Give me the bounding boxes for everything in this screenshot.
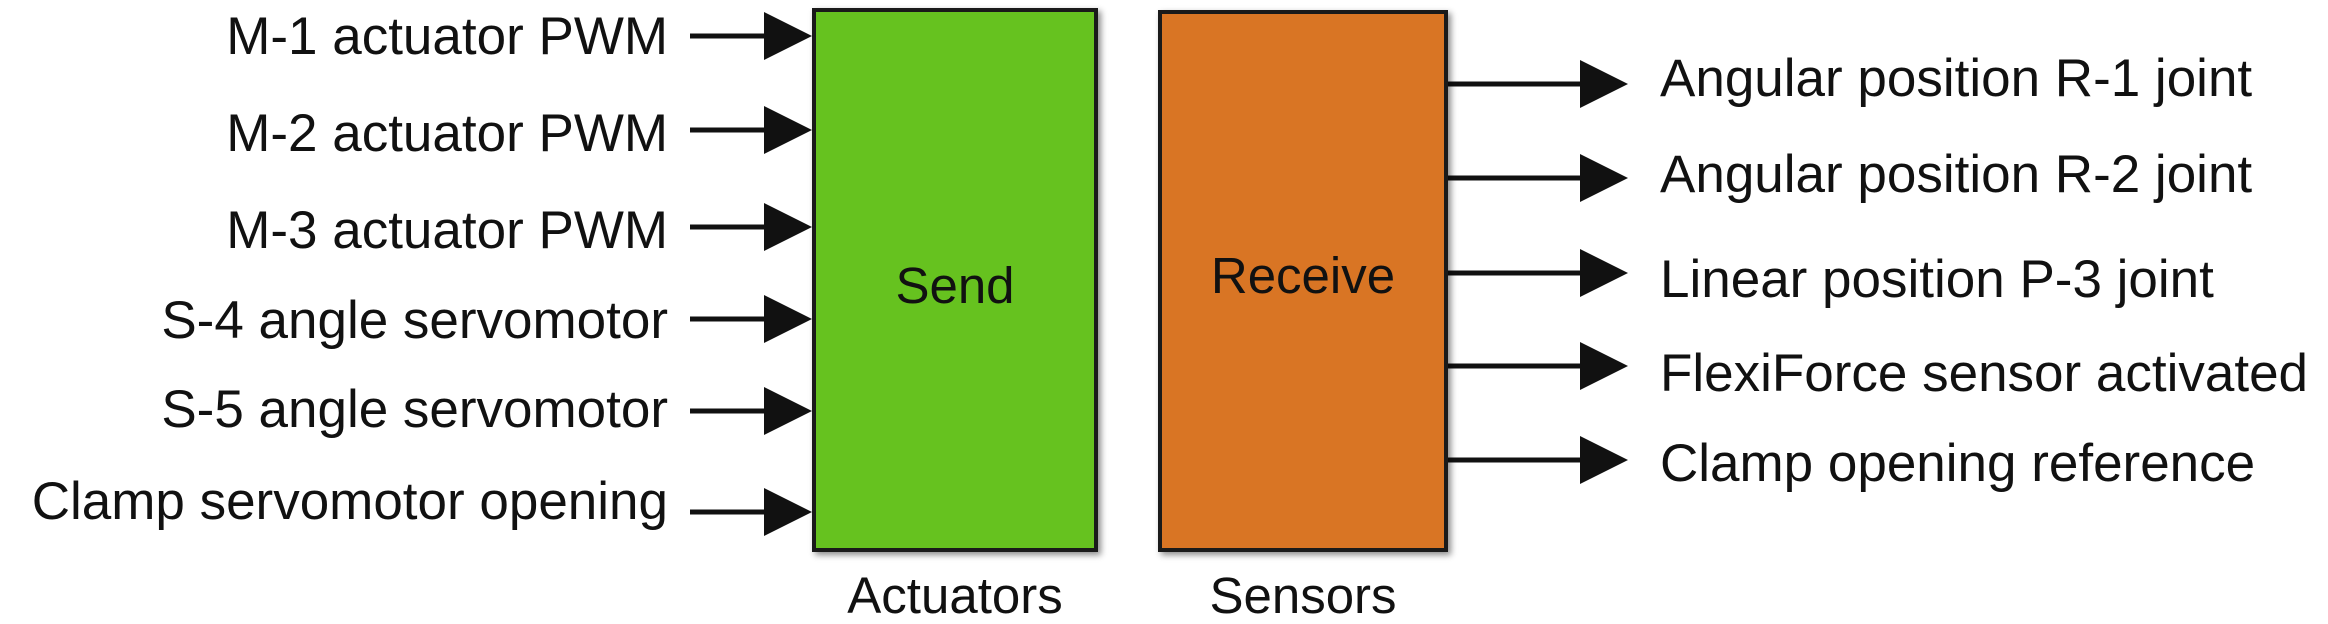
input-arrow-4 <box>690 295 812 343</box>
output-arrow-3 <box>1448 249 1628 297</box>
input-label-s4: S-4 angle servomotor <box>161 291 668 350</box>
output-label-clamp-ref: Clamp opening reference <box>1660 434 2256 493</box>
input-label-m1: M-1 actuator PWM <box>226 7 668 66</box>
output-label-r2: Angular position R-2 joint <box>1660 145 2253 204</box>
input-label-m3: M-3 actuator PWM <box>226 201 668 260</box>
send-block-title: Send <box>895 257 1015 314</box>
input-arrow-2 <box>690 106 812 154</box>
input-arrow-3 <box>690 203 812 251</box>
input-label-clamp: Clamp servomotor opening <box>31 472 668 531</box>
output-arrow-5 <box>1448 436 1628 484</box>
receive-block-title: Receive <box>1210 247 1396 304</box>
actuators-caption: Actuators <box>847 567 1063 624</box>
output-arrow-1 <box>1448 60 1628 108</box>
output-arrow-2 <box>1448 154 1628 202</box>
output-label-p3: Linear position P-3 joint <box>1660 250 2214 309</box>
output-label-r1: Angular position R-1 joint <box>1660 49 2253 108</box>
output-arrow-4 <box>1448 342 1628 390</box>
send-block: Send <box>812 8 1098 552</box>
input-label-m2: M-2 actuator PWM <box>226 104 668 163</box>
sensors-caption: Sensors <box>1209 567 1397 624</box>
output-label-flexiforce: FlexiForce sensor activated <box>1660 344 2309 403</box>
input-label-s5: S-5 angle servomotor <box>161 380 668 439</box>
input-arrow-5 <box>690 387 812 435</box>
input-arrow-6 <box>690 488 812 536</box>
input-arrow-1 <box>690 12 812 60</box>
receive-block: Receive <box>1158 10 1448 552</box>
